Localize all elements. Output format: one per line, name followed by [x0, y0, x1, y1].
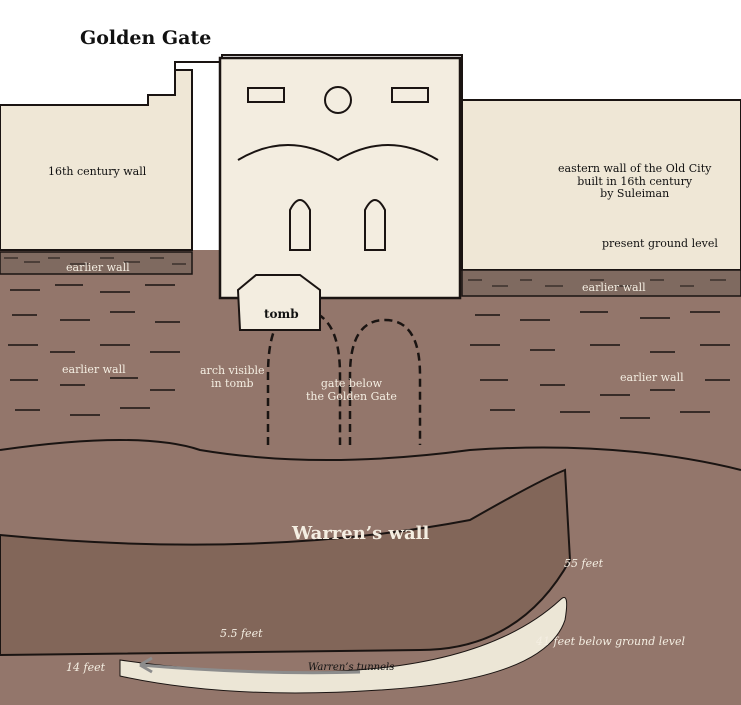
label-warrens-wall: Warren’s wall	[292, 523, 430, 544]
left-earlier-wall-bricks	[8, 284, 180, 416]
tunnel-arrow	[139, 656, 361, 675]
right-eastern-wall	[461, 99, 741, 271]
label-earlier-wall-upper-right: earlier wall	[582, 281, 646, 294]
present-ground-line	[0, 439, 741, 471]
label-55-feet: 55 feet	[564, 557, 604, 570]
label-earlier-wall-left: earlier wall	[62, 363, 126, 376]
label-14-feet: 14 feet	[66, 661, 106, 674]
label-warrens-tunnels: Warren’s tunnels	[308, 662, 395, 673]
label-41-feet-below: 41 feet below ground level	[536, 635, 686, 648]
label-16th-century-wall: 16th century wall	[48, 165, 147, 178]
label-5-5-feet: 5.5 feet	[220, 627, 263, 640]
golden-gate-tower	[218, 56, 462, 300]
upper-right-earlier-wall-band	[461, 269, 741, 297]
label-arch-visible-line-1: arch visible	[200, 364, 265, 377]
diagram-title: Golden Gate	[80, 27, 212, 49]
label-arch-visible-line-2: in tomb	[210, 376, 254, 390]
label-earlier-wall-right: earlier wall	[620, 371, 684, 384]
label-present-ground-level: present ground level	[602, 237, 718, 250]
label-earlier-wall-upper-left: earlier wall	[66, 261, 130, 274]
label-eastern-wall: eastern wall of the Old City built in 16…	[558, 162, 712, 201]
label-eastern-wall-line-3: by Suleiman	[600, 187, 670, 201]
label-gate-below-line-2: the Golden Gate	[306, 389, 397, 403]
label-eastern-wall-line-1: eastern wall of the Old City	[558, 162, 712, 175]
label-eastern-wall-line-2: built in 16th century	[577, 174, 693, 188]
label-tomb: tomb	[264, 307, 299, 321]
tomb-structure	[236, 274, 321, 331]
right-earlier-wall-bricks	[470, 311, 730, 419]
warrens-wall-band	[0, 468, 572, 657]
label-gate-below-line-1: gate below	[320, 377, 382, 390]
gate-ornament	[237, 86, 439, 251]
label-gate-below: gate below the Golden Gate	[306, 377, 397, 403]
label-arch-visible: arch visible in tomb	[200, 364, 265, 390]
